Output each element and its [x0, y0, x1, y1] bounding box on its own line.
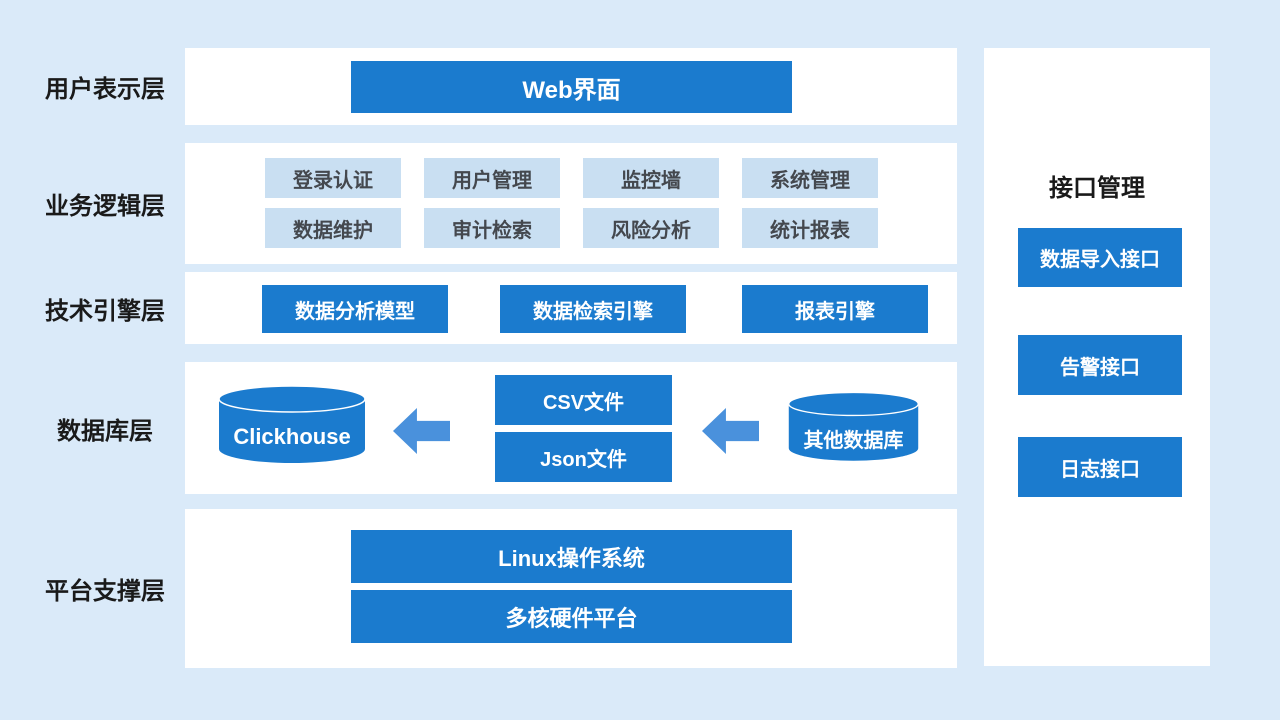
json-file-node: Json文件	[495, 432, 672, 482]
business-node-data-maintenance: 数据维护	[265, 208, 401, 248]
other-database-label: 其他数据库	[803, 430, 904, 453]
platform-layer-band: Linux操作系统 多核硬件平台	[185, 509, 957, 668]
clickhouse-database-icon: Clickhouse	[217, 385, 367, 465]
csv-file-node: CSV文件	[495, 375, 672, 425]
business-node-audit: 审计检索	[424, 208, 560, 248]
alert-interface-node: 告警接口	[1018, 335, 1182, 395]
layer-label-business: 业务逻辑层	[45, 193, 165, 220]
business-node-login: 登录认证	[265, 158, 401, 198]
presentation-layer-band: Web界面	[185, 48, 957, 125]
arrow-left-icon	[393, 408, 450, 454]
multicore-hw-node: 多核硬件平台	[351, 590, 792, 643]
interface-management-panel: 接口管理 数据导入接口 告警接口 日志接口	[984, 48, 1210, 666]
database-cylinder-icon	[788, 391, 919, 461]
business-node-monitor: 监控墙	[583, 158, 719, 198]
business-node-user: 用户管理	[424, 158, 560, 198]
layer-label-database: 数据库层	[57, 417, 153, 445]
layer-label-engine: 技术引擎层	[45, 297, 165, 325]
clickhouse-label: Clickhouse	[233, 424, 351, 449]
engine-node-retrieval: 数据检索引擎	[500, 285, 686, 333]
database-layer-band: Clickhouse CSV文件 Json文件 其他数据库	[185, 362, 957, 494]
business-layer-band: 登录认证 用户管理 监控墙 系统管理 数据维护 审计检索 风险分析 统计报表	[185, 143, 957, 264]
engine-node-report: 报表引擎	[742, 285, 928, 333]
business-node-risk: 风险分析	[583, 208, 719, 248]
business-node-system: 系统管理	[742, 158, 878, 198]
interface-panel-title: 接口管理	[1049, 175, 1145, 202]
engine-layer-band: 数据分析模型 数据检索引擎 报表引擎	[185, 272, 957, 344]
web-ui-node: Web界面	[351, 61, 792, 113]
business-node-report: 统计报表	[742, 208, 878, 248]
layer-label-presentation: 用户表示层	[45, 76, 165, 103]
engine-node-analysis: 数据分析模型	[262, 285, 448, 333]
layer-label-platform: 平台支撑层	[45, 578, 165, 605]
data-import-interface-node: 数据导入接口	[1018, 228, 1182, 287]
other-database-icon: 其他数据库	[787, 388, 920, 466]
linux-os-node: Linux操作系统	[351, 530, 792, 583]
log-interface-node: 日志接口	[1018, 437, 1182, 497]
arrow-left-icon	[702, 408, 759, 454]
database-cylinder-icon	[218, 385, 366, 463]
